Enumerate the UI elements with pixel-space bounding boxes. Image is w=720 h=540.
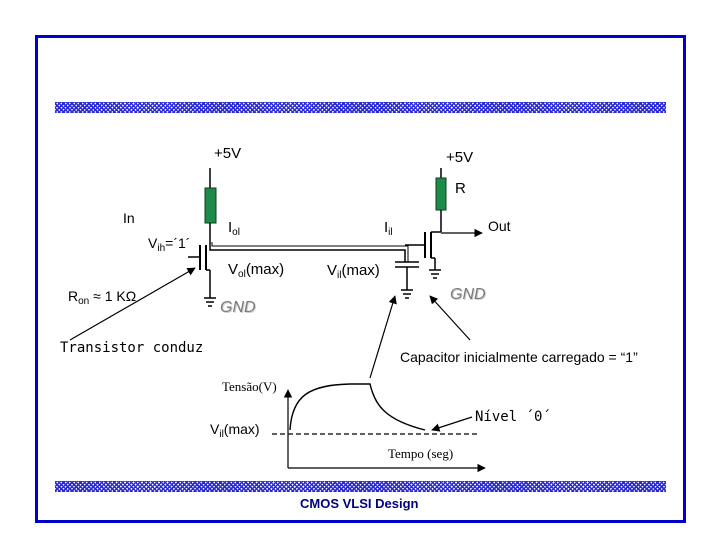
capacitor-annotation: Capacitor inicialmente carregado = “1” <box>400 349 638 365</box>
top-hatched-band <box>55 102 666 113</box>
input-label: In <box>123 210 135 226</box>
right-transistor <box>405 232 436 270</box>
left-ground-symbol <box>204 297 216 307</box>
graph-threshold-label: Vil(max) <box>210 421 260 440</box>
interconnect-wire <box>209 242 409 262</box>
resistor-label: R <box>455 180 466 197</box>
vih-label: Vih=´1´ <box>148 235 191 254</box>
iol-label: Iol <box>228 219 240 238</box>
transistor-arrow <box>69 267 196 341</box>
capacitor-arrow-source <box>429 295 471 341</box>
input-capacitor <box>395 261 419 290</box>
ron-label: Ron ≈ 1 KΩ <box>68 288 137 307</box>
left-resistor <box>204 187 217 224</box>
right-branch <box>395 168 483 299</box>
slide-frame <box>35 35 686 523</box>
voltage-curve <box>289 383 426 431</box>
gnd-left-label: GND <box>220 299 256 316</box>
right-ground-symbol <box>429 269 441 279</box>
vil-max-label: Vil(max) <box>327 262 380 281</box>
capacitor-ground-symbol <box>401 289 413 299</box>
footer-title: CMOS VLSI Design <box>300 496 419 511</box>
voltage-time-graph <box>272 383 486 473</box>
transistor-annotation: Transistor conduz <box>60 340 204 356</box>
gnd-right-label: GND <box>450 286 486 303</box>
graph-y-label: Tensão(V) <box>222 379 277 394</box>
graph-x-label: Tempo (seg) <box>388 446 454 461</box>
left-transistor <box>188 245 211 298</box>
level-arrow <box>431 416 473 432</box>
output-label: Out <box>488 218 511 234</box>
vol-max-label: Vol(max) <box>228 261 285 280</box>
bottom-hatched-band <box>55 481 666 492</box>
vdd-right-label: +5V <box>446 149 474 166</box>
right-resistor <box>435 177 447 211</box>
vdd-left-label: +5V <box>214 145 242 162</box>
graph-level-label: Nível ´0´ <box>475 409 551 425</box>
capacitor-arrow-gate <box>369 295 397 379</box>
left-branch <box>188 168 217 307</box>
iil-label: Iil <box>384 219 393 238</box>
